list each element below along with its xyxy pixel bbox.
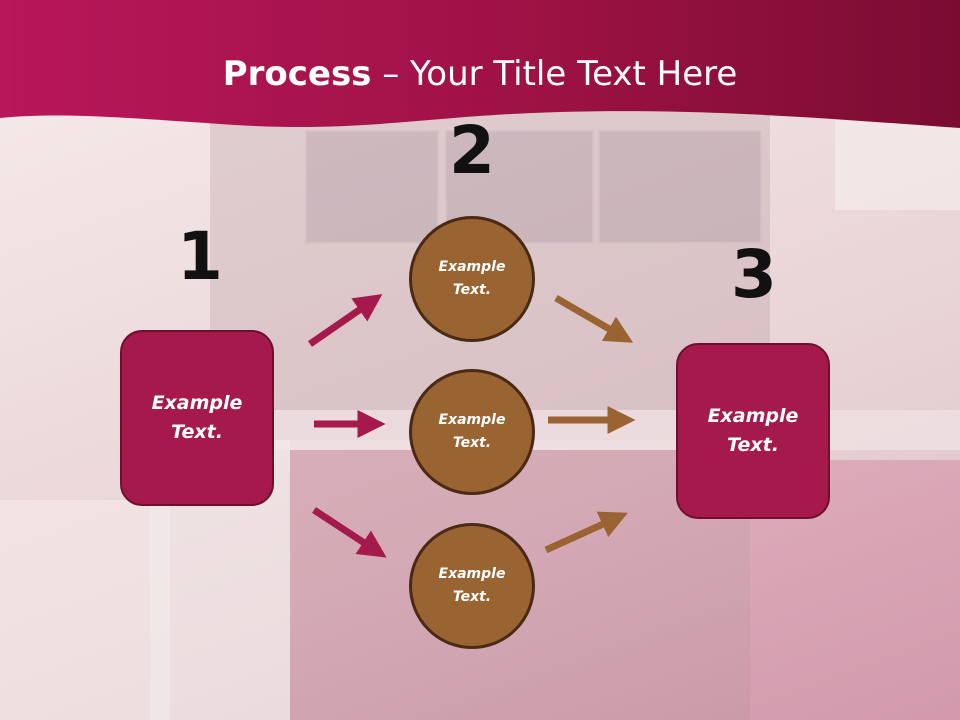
step-number-2: 2	[449, 112, 495, 189]
step-number-3: 3	[731, 236, 777, 313]
bg-cabinet-1	[305, 130, 439, 244]
header-banner	[0, 0, 960, 128]
arrow-top-to-box3	[554, 294, 634, 343]
arrow-bottom-to-box3	[544, 511, 628, 554]
bg-table	[0, 500, 170, 720]
arrow-box1-to-bottom	[312, 507, 387, 558]
slide-title: Process – Your Title Text Here	[0, 52, 960, 96]
bg-right-cabinet	[835, 110, 960, 210]
step-number-1: 1	[177, 218, 223, 295]
arrow-box1-to-top	[308, 294, 383, 347]
bg-cabinet-3	[598, 130, 762, 244]
title-bold: Process	[222, 54, 372, 94]
title-rest: – Your Title Text Here	[371, 54, 738, 94]
